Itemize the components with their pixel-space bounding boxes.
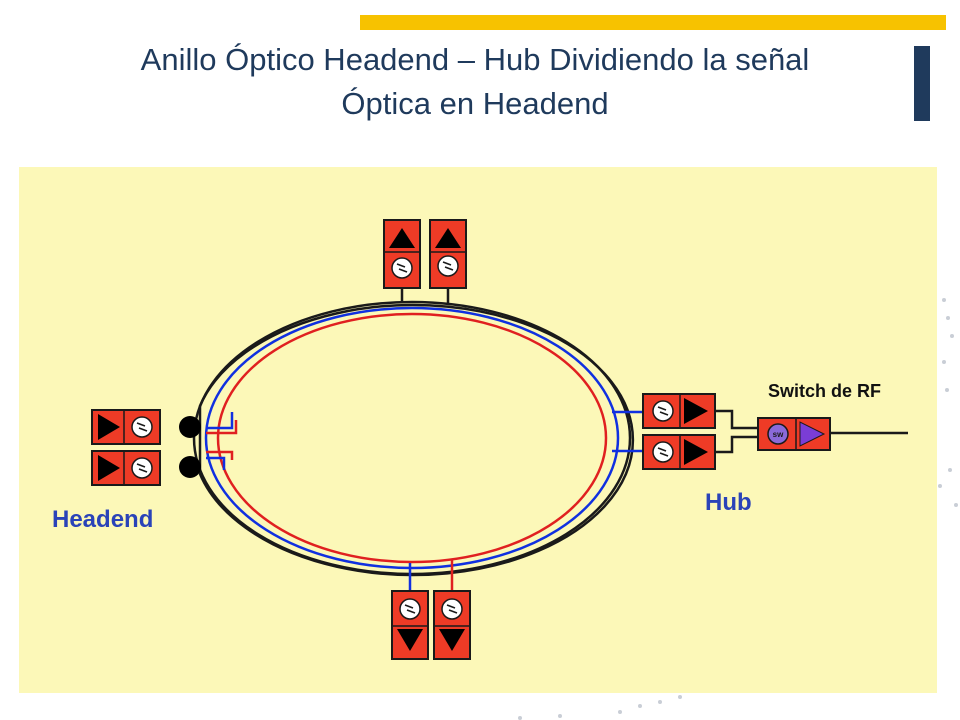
fiber-ring bbox=[192, 300, 635, 577]
rf-switch-badge-text: sw bbox=[773, 430, 784, 439]
headend-module-top bbox=[91, 409, 161, 445]
optical-ring-diagram: sw Switch de RF Hub Headend bbox=[19, 167, 937, 693]
slide-title: Anillo Óptico Headend – Hub Dividiendo l… bbox=[40, 38, 910, 126]
bottom-module-left bbox=[391, 590, 429, 660]
rf-switch-badge bbox=[767, 423, 789, 445]
slide-title-line-2: Óptica en Headend bbox=[341, 86, 609, 121]
rf-switch: sw bbox=[757, 417, 831, 451]
headend-connector-top bbox=[179, 416, 201, 438]
ring-cable-black bbox=[192, 300, 632, 576]
accent-bar-top bbox=[360, 15, 946, 30]
bottom-module-right bbox=[433, 590, 471, 660]
headend-taps bbox=[179, 412, 238, 478]
top-module-left bbox=[383, 219, 421, 289]
top-module-right bbox=[429, 219, 467, 289]
hub-label: Hub bbox=[705, 489, 752, 516]
headend-connector-bottom bbox=[179, 456, 201, 478]
top-taps bbox=[400, 288, 450, 303]
bottom-taps bbox=[408, 560, 454, 592]
hub-module-top bbox=[642, 393, 716, 429]
headend-label: Headend bbox=[52, 506, 153, 533]
headend-module-bottom bbox=[91, 450, 161, 486]
slide-title-line-1: Anillo Óptico Headend – Hub Dividiendo l… bbox=[140, 42, 810, 77]
rf-switch-triangle bbox=[799, 421, 826, 447]
accent-bar-side bbox=[914, 46, 930, 121]
ring-cable-blue bbox=[204, 306, 620, 570]
switch-label: Switch de RF bbox=[768, 381, 881, 401]
ring-cable-red bbox=[216, 312, 608, 564]
hub-taps bbox=[612, 409, 908, 454]
hub-module-bottom bbox=[642, 434, 716, 470]
